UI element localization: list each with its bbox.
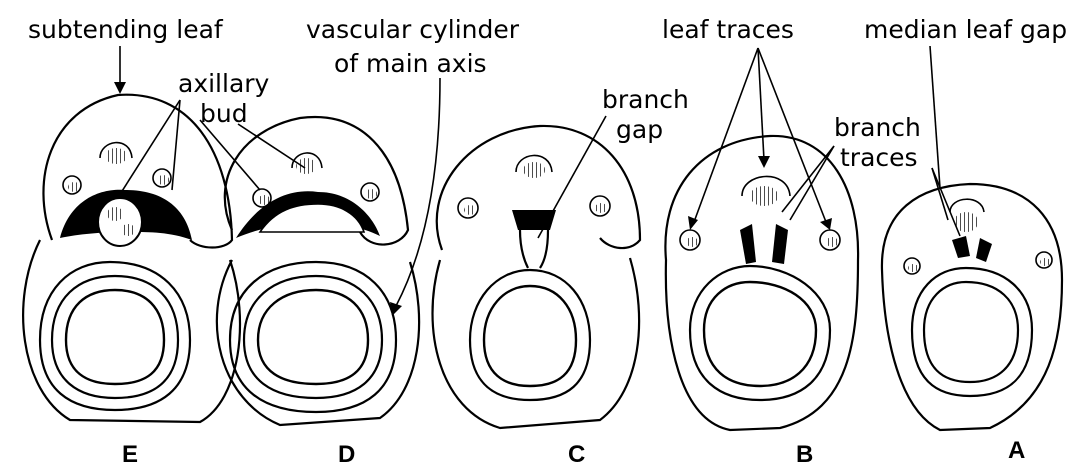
- panel-label-d: D: [338, 441, 355, 468]
- label-subtending-leaf: subtending leaf: [28, 15, 224, 44]
- panel-a-drawing: [882, 184, 1062, 430]
- panel-label-b: B: [796, 441, 813, 468]
- label-vascular-cylinder-line1: vascular cylinder: [306, 15, 520, 44]
- label-branch-traces-line1: branch: [834, 113, 921, 142]
- label-axillary-bud-line2: bud: [200, 99, 248, 128]
- label-axillary-bud-line1: axillary: [178, 69, 270, 98]
- label-branch-gap-line1: branch: [602, 85, 689, 114]
- panel-label-a: A: [1008, 437, 1025, 464]
- panel-label-e: E: [122, 441, 138, 468]
- label-vascular-cylinder-line2: of main axis: [334, 49, 487, 78]
- panel-e-drawing: [23, 95, 240, 422]
- label-branch-traces-line2: traces: [840, 143, 918, 172]
- panel-letters: E D C B A: [122, 437, 1025, 468]
- label-median-leaf-gap: median leaf gap: [864, 15, 1067, 44]
- label-leaf-traces: leaf traces: [662, 15, 794, 44]
- panel-b-drawing: [665, 136, 858, 430]
- panel-label-c: C: [568, 441, 585, 468]
- panel-c-drawing: [433, 126, 641, 428]
- panel-d-drawing: [217, 117, 419, 425]
- label-branch-gap-line2: gap: [616, 115, 663, 144]
- annotation-labels: subtending leaf axillary bud vascular cy…: [28, 15, 1067, 172]
